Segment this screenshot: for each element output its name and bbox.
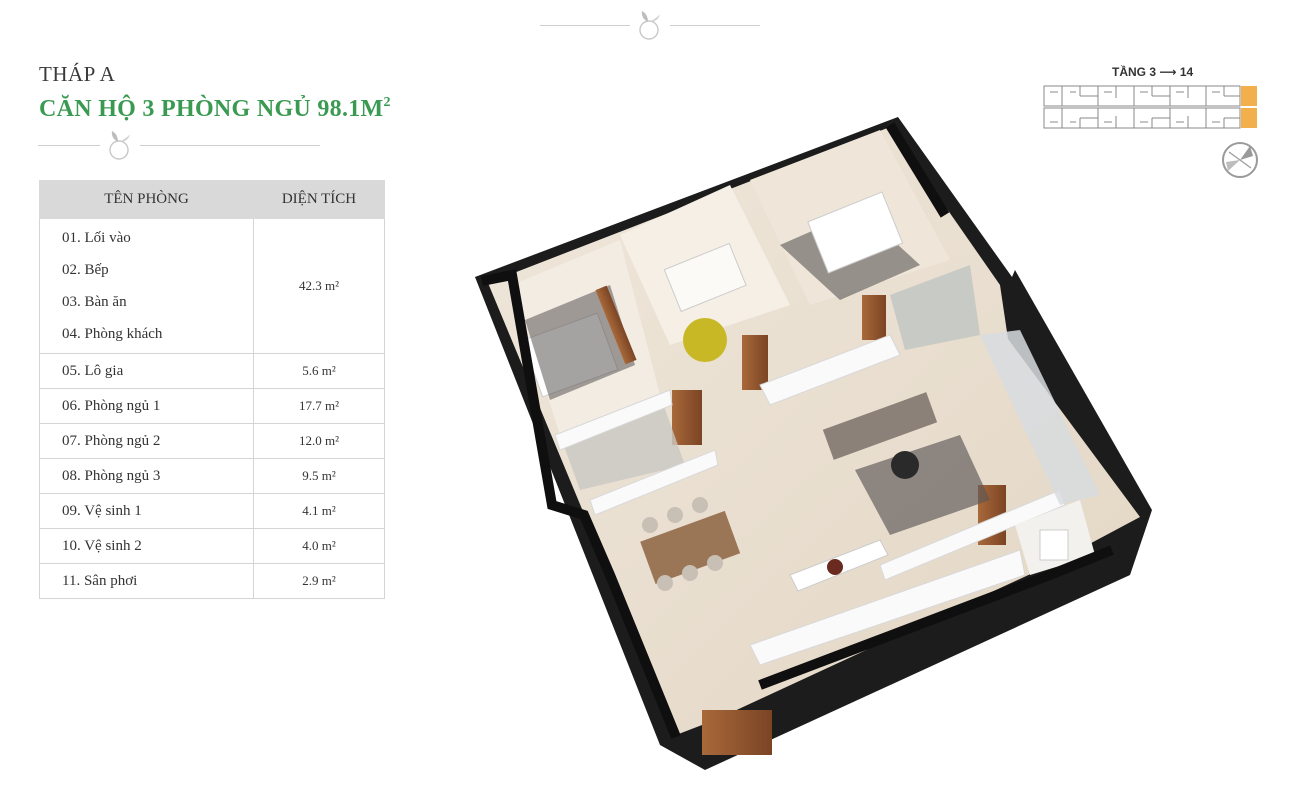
compass-icon bbox=[1222, 142, 1258, 178]
table-row: 01. Lối vào 02. Bếp 03. Bàn ăn 04. Phòng… bbox=[39, 218, 385, 354]
room-name: 11. Sân phơi bbox=[39, 563, 254, 599]
column-header-area: DIỆN TÍCH bbox=[253, 180, 385, 219]
room-name: 08. Phòng ngủ 3 bbox=[39, 458, 254, 494]
table-row: 06. Phòng ngủ 1 17.7 m² bbox=[39, 388, 385, 424]
room-group-names: 01. Lối vào 02. Bếp 03. Bàn ăn 04. Phòng… bbox=[39, 218, 254, 354]
leaf-circle-icon bbox=[109, 131, 130, 160]
column-header-room: TÊN PHÒNG bbox=[39, 180, 254, 219]
tower-name: THÁP A bbox=[39, 62, 116, 86]
room-area: 9.5 m² bbox=[253, 458, 385, 494]
table-row: 08. Phòng ngủ 3 9.5 m² bbox=[39, 458, 385, 494]
room-area: 5.6 m² bbox=[253, 353, 385, 389]
table-row: 07. Phòng ngủ 2 12.0 m² bbox=[39, 423, 385, 459]
building-key-plan bbox=[1043, 85, 1257, 129]
room-area: 2.9 m² bbox=[253, 563, 385, 599]
table-row: 10. Vệ sinh 2 4.0 m² bbox=[39, 528, 385, 564]
highlighted-unit bbox=[1241, 108, 1257, 128]
room-name: 05. Lô gia bbox=[39, 353, 254, 389]
apartment-title-superscript: 2 bbox=[383, 95, 391, 110]
room-area: 17.7 m² bbox=[253, 388, 385, 424]
room-area: 4.0 m² bbox=[253, 528, 385, 564]
room-name: 06. Phòng ngủ 1 bbox=[39, 388, 254, 424]
room-area: 4.1 m² bbox=[253, 493, 385, 529]
top-ornament bbox=[540, 8, 760, 42]
room-area: 42.3 m² bbox=[253, 218, 385, 354]
ornament-line bbox=[140, 145, 320, 146]
leaf-circle-icon bbox=[639, 11, 660, 40]
highlighted-unit bbox=[1241, 86, 1257, 106]
ornament-line bbox=[670, 25, 760, 26]
room-area-table: TÊN PHÒNG DIỆN TÍCH 01. Lối vào 02. Bếp … bbox=[39, 180, 385, 599]
ornament-line bbox=[540, 25, 630, 26]
room-name: 02. Bếp bbox=[62, 262, 109, 278]
room-name: 04. Phòng khách bbox=[62, 326, 163, 342]
floor-plan-3d-image bbox=[475, 117, 1152, 770]
room-name: 01. Lối vào bbox=[62, 230, 131, 246]
room-area: 12.0 m² bbox=[253, 423, 385, 459]
room-name: 09. Vệ sinh 1 bbox=[39, 493, 254, 529]
room-name: 07. Phòng ngủ 2 bbox=[39, 423, 254, 459]
table-row: 11. Sân phơi 2.9 m² bbox=[39, 563, 385, 599]
table-row: 09. Vệ sinh 1 4.1 m² bbox=[39, 493, 385, 529]
apartment-title: CĂN HỘ 3 PHÒNG NGỦ 98.1M2 bbox=[39, 95, 391, 123]
ornament-line bbox=[38, 145, 100, 146]
left-ornament bbox=[38, 128, 320, 162]
room-name: 10. Vệ sinh 2 bbox=[39, 528, 254, 564]
table-header-row: TÊN PHÒNG DIỆN TÍCH bbox=[39, 180, 385, 219]
table-row: 05. Lô gia 5.6 m² bbox=[39, 353, 385, 389]
room-name: 03. Bàn ăn bbox=[62, 294, 127, 310]
floor-range-label: TẦNG 3 ⟶ 14 bbox=[1112, 65, 1194, 79]
apartment-title-text: CĂN HỘ 3 PHÒNG NGỦ 98.1M bbox=[39, 96, 384, 122]
